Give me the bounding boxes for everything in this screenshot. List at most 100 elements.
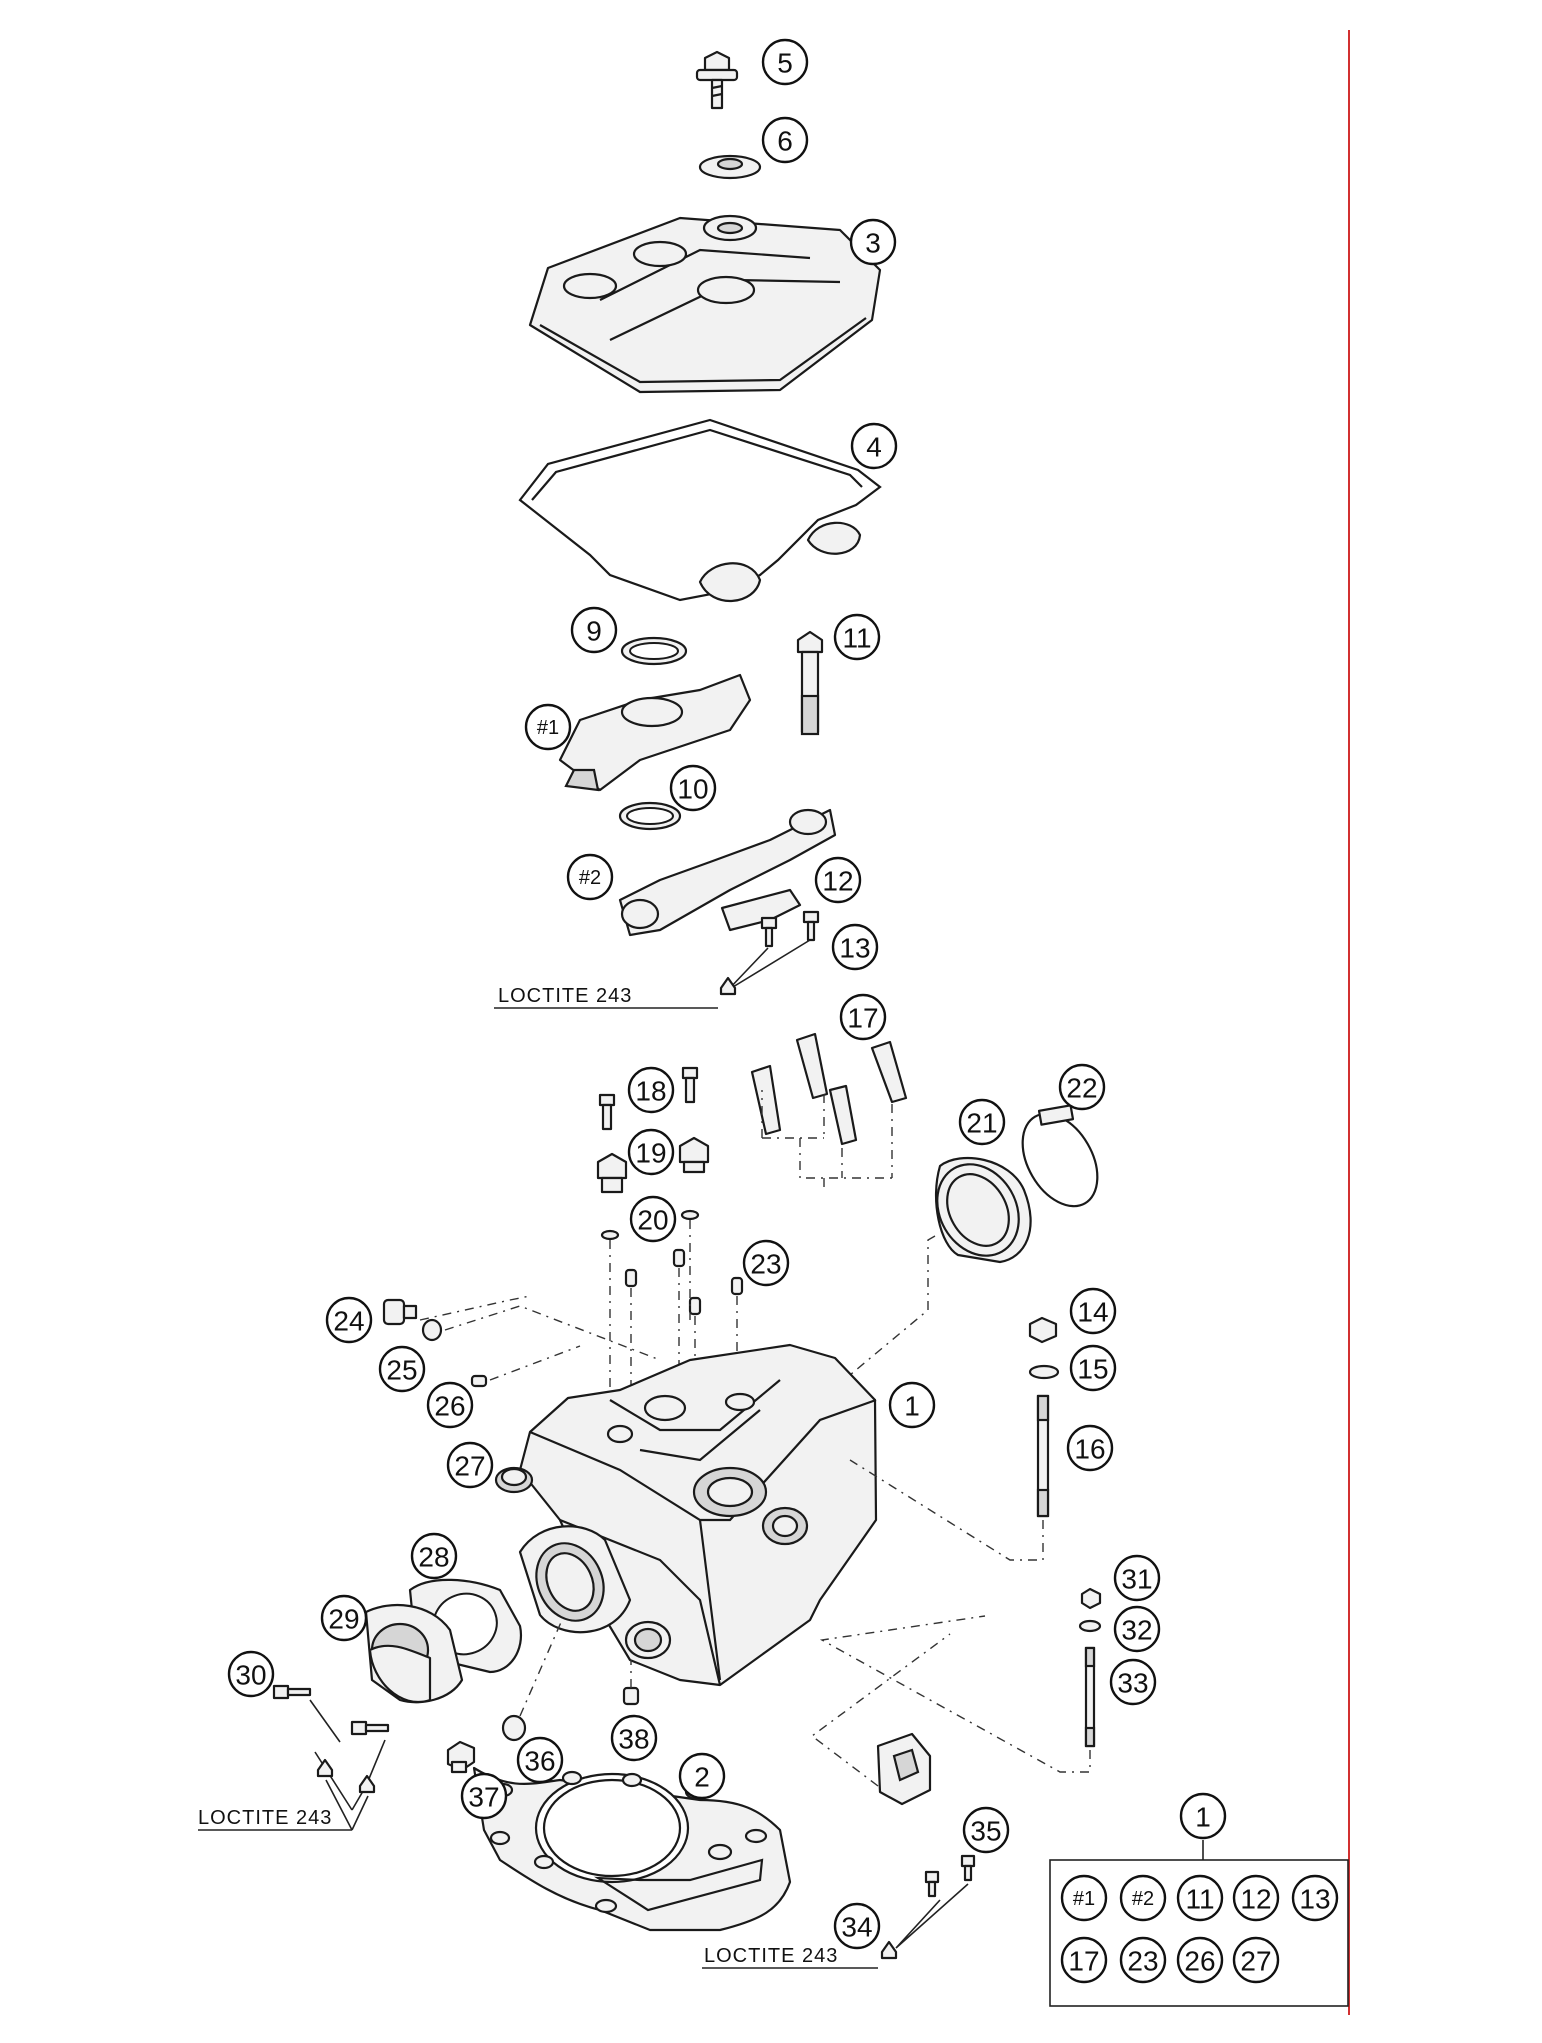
callout-circle xyxy=(1119,1874,1167,1922)
callout-10: 10 xyxy=(669,764,717,812)
callout-38: 38 xyxy=(610,1714,658,1762)
callout-number: 1 xyxy=(904,1391,920,1422)
callout-24: 24 xyxy=(325,1296,373,1344)
callout-circle xyxy=(814,856,862,904)
callout-circle xyxy=(1119,1936,1167,1984)
callout-number: 36 xyxy=(524,1746,555,1777)
callout-number: 15 xyxy=(1077,1354,1108,1385)
kit-item-callout: 23 xyxy=(1119,1936,1167,1984)
drain-plug-part xyxy=(446,1740,476,1774)
loctite-note: LOCTITE 243 xyxy=(704,1945,838,1967)
long-bolt-part xyxy=(796,630,824,736)
kit-item-callout: 11 xyxy=(1176,1874,1224,1922)
kit-title-callout: 1 xyxy=(1179,1792,1227,1840)
kit-item-callout: 27 xyxy=(1232,1936,1280,1984)
callout-circle xyxy=(1113,1605,1161,1653)
callout-number: 26 xyxy=(1184,1946,1215,1977)
cover-plate-part xyxy=(810,1633,951,1806)
callout-36: 36 xyxy=(516,1736,564,1784)
callout-number: 27 xyxy=(1240,1946,1271,1977)
exhaust-flange-part xyxy=(364,1603,464,1704)
o-ring-part xyxy=(620,636,688,666)
callout-18: 18 xyxy=(627,1066,675,1114)
callout-25: 25 xyxy=(378,1345,426,1393)
plug-leader-lines xyxy=(419,1295,661,1381)
kit-item-callout: #2 xyxy=(1119,1874,1167,1922)
callout-20: 20 xyxy=(629,1195,677,1243)
callout-number: 5 xyxy=(777,48,793,79)
callout-number: 33 xyxy=(1117,1668,1148,1699)
callout-circle xyxy=(1179,1792,1227,1840)
callout-31: 31 xyxy=(1113,1554,1161,1602)
callout-number: #2 xyxy=(579,867,601,889)
callout-33: 33 xyxy=(1109,1658,1157,1706)
callout-number: 12 xyxy=(822,866,853,897)
kit-item-callout: 13 xyxy=(1291,1874,1339,1922)
callout-number: #2 xyxy=(1132,1888,1154,1910)
callout-circle xyxy=(1058,1063,1106,1111)
callout-number: 2 xyxy=(694,1762,710,1793)
callout-circle xyxy=(320,1594,368,1642)
callout-circle xyxy=(839,993,887,1041)
callout-number: 23 xyxy=(750,1249,781,1280)
callout-number: 32 xyxy=(1121,1615,1152,1646)
callout-number: 13 xyxy=(839,933,870,964)
callout-29: 29 xyxy=(320,1594,368,1642)
callout-circle xyxy=(1069,1344,1117,1392)
callout-21: 21 xyxy=(958,1098,1006,1146)
callout-34: 34 xyxy=(833,1902,881,1950)
callout-circle xyxy=(570,606,618,654)
callout-circle xyxy=(742,1239,790,1287)
callout-number: 6 xyxy=(777,126,793,157)
callout-circle xyxy=(627,1128,675,1176)
bolt-part xyxy=(695,50,739,110)
callout-circle xyxy=(1109,1658,1157,1706)
callout-37: 37 xyxy=(460,1772,508,1820)
callout-circle xyxy=(958,1098,1006,1146)
callout-circle xyxy=(610,1714,658,1762)
callout-circle xyxy=(426,1381,474,1429)
callout-circle xyxy=(1066,1424,1114,1472)
kit-item-callout: 26 xyxy=(1176,1936,1224,1984)
callout-number: 24 xyxy=(333,1306,364,1337)
callout-circle xyxy=(669,764,717,812)
head-gasket-part xyxy=(472,1766,792,1932)
callout-32: 32 xyxy=(1113,1605,1161,1653)
callout-circle xyxy=(888,1381,936,1429)
callout-circle xyxy=(524,703,572,751)
callout-13: 13 xyxy=(831,923,879,971)
callout-number: 9 xyxy=(586,616,602,647)
callout-number: 3 xyxy=(865,228,881,259)
pin-part xyxy=(470,1374,488,1388)
callout-circle xyxy=(627,1066,675,1114)
callout-14: 14 xyxy=(1069,1287,1117,1335)
callout-28: 28 xyxy=(410,1532,458,1580)
callout-hash1: #1 xyxy=(524,703,572,751)
kit-item-callout: 17 xyxy=(1060,1936,1108,1984)
callout-1: 1 xyxy=(888,1381,936,1429)
valve-cover-part xyxy=(528,214,882,394)
callout-number: 17 xyxy=(847,1003,878,1034)
callout-17: 17 xyxy=(839,993,887,1041)
callout-circle xyxy=(446,1441,494,1489)
callout-6: 6 xyxy=(761,116,809,164)
callout-number: 4 xyxy=(866,432,882,463)
callout-number: 34 xyxy=(841,1912,872,1943)
intake-flange-part xyxy=(819,1156,1032,1401)
callout-number: #1 xyxy=(1073,1888,1095,1910)
callout-number: 17 xyxy=(1068,1946,1099,1977)
callout-number: 1 xyxy=(1195,1802,1211,1833)
callout-circle xyxy=(1069,1287,1117,1335)
bearing-bridge-upper-part xyxy=(558,673,752,792)
dowel-pins-part xyxy=(609,1220,744,1450)
callout-circle xyxy=(516,1736,564,1784)
callout-9: 9 xyxy=(570,606,618,654)
callout-number: 20 xyxy=(637,1205,668,1236)
callout-22: 22 xyxy=(1058,1063,1106,1111)
callout-5: 5 xyxy=(761,38,809,86)
o-ring-small-part xyxy=(618,801,682,831)
